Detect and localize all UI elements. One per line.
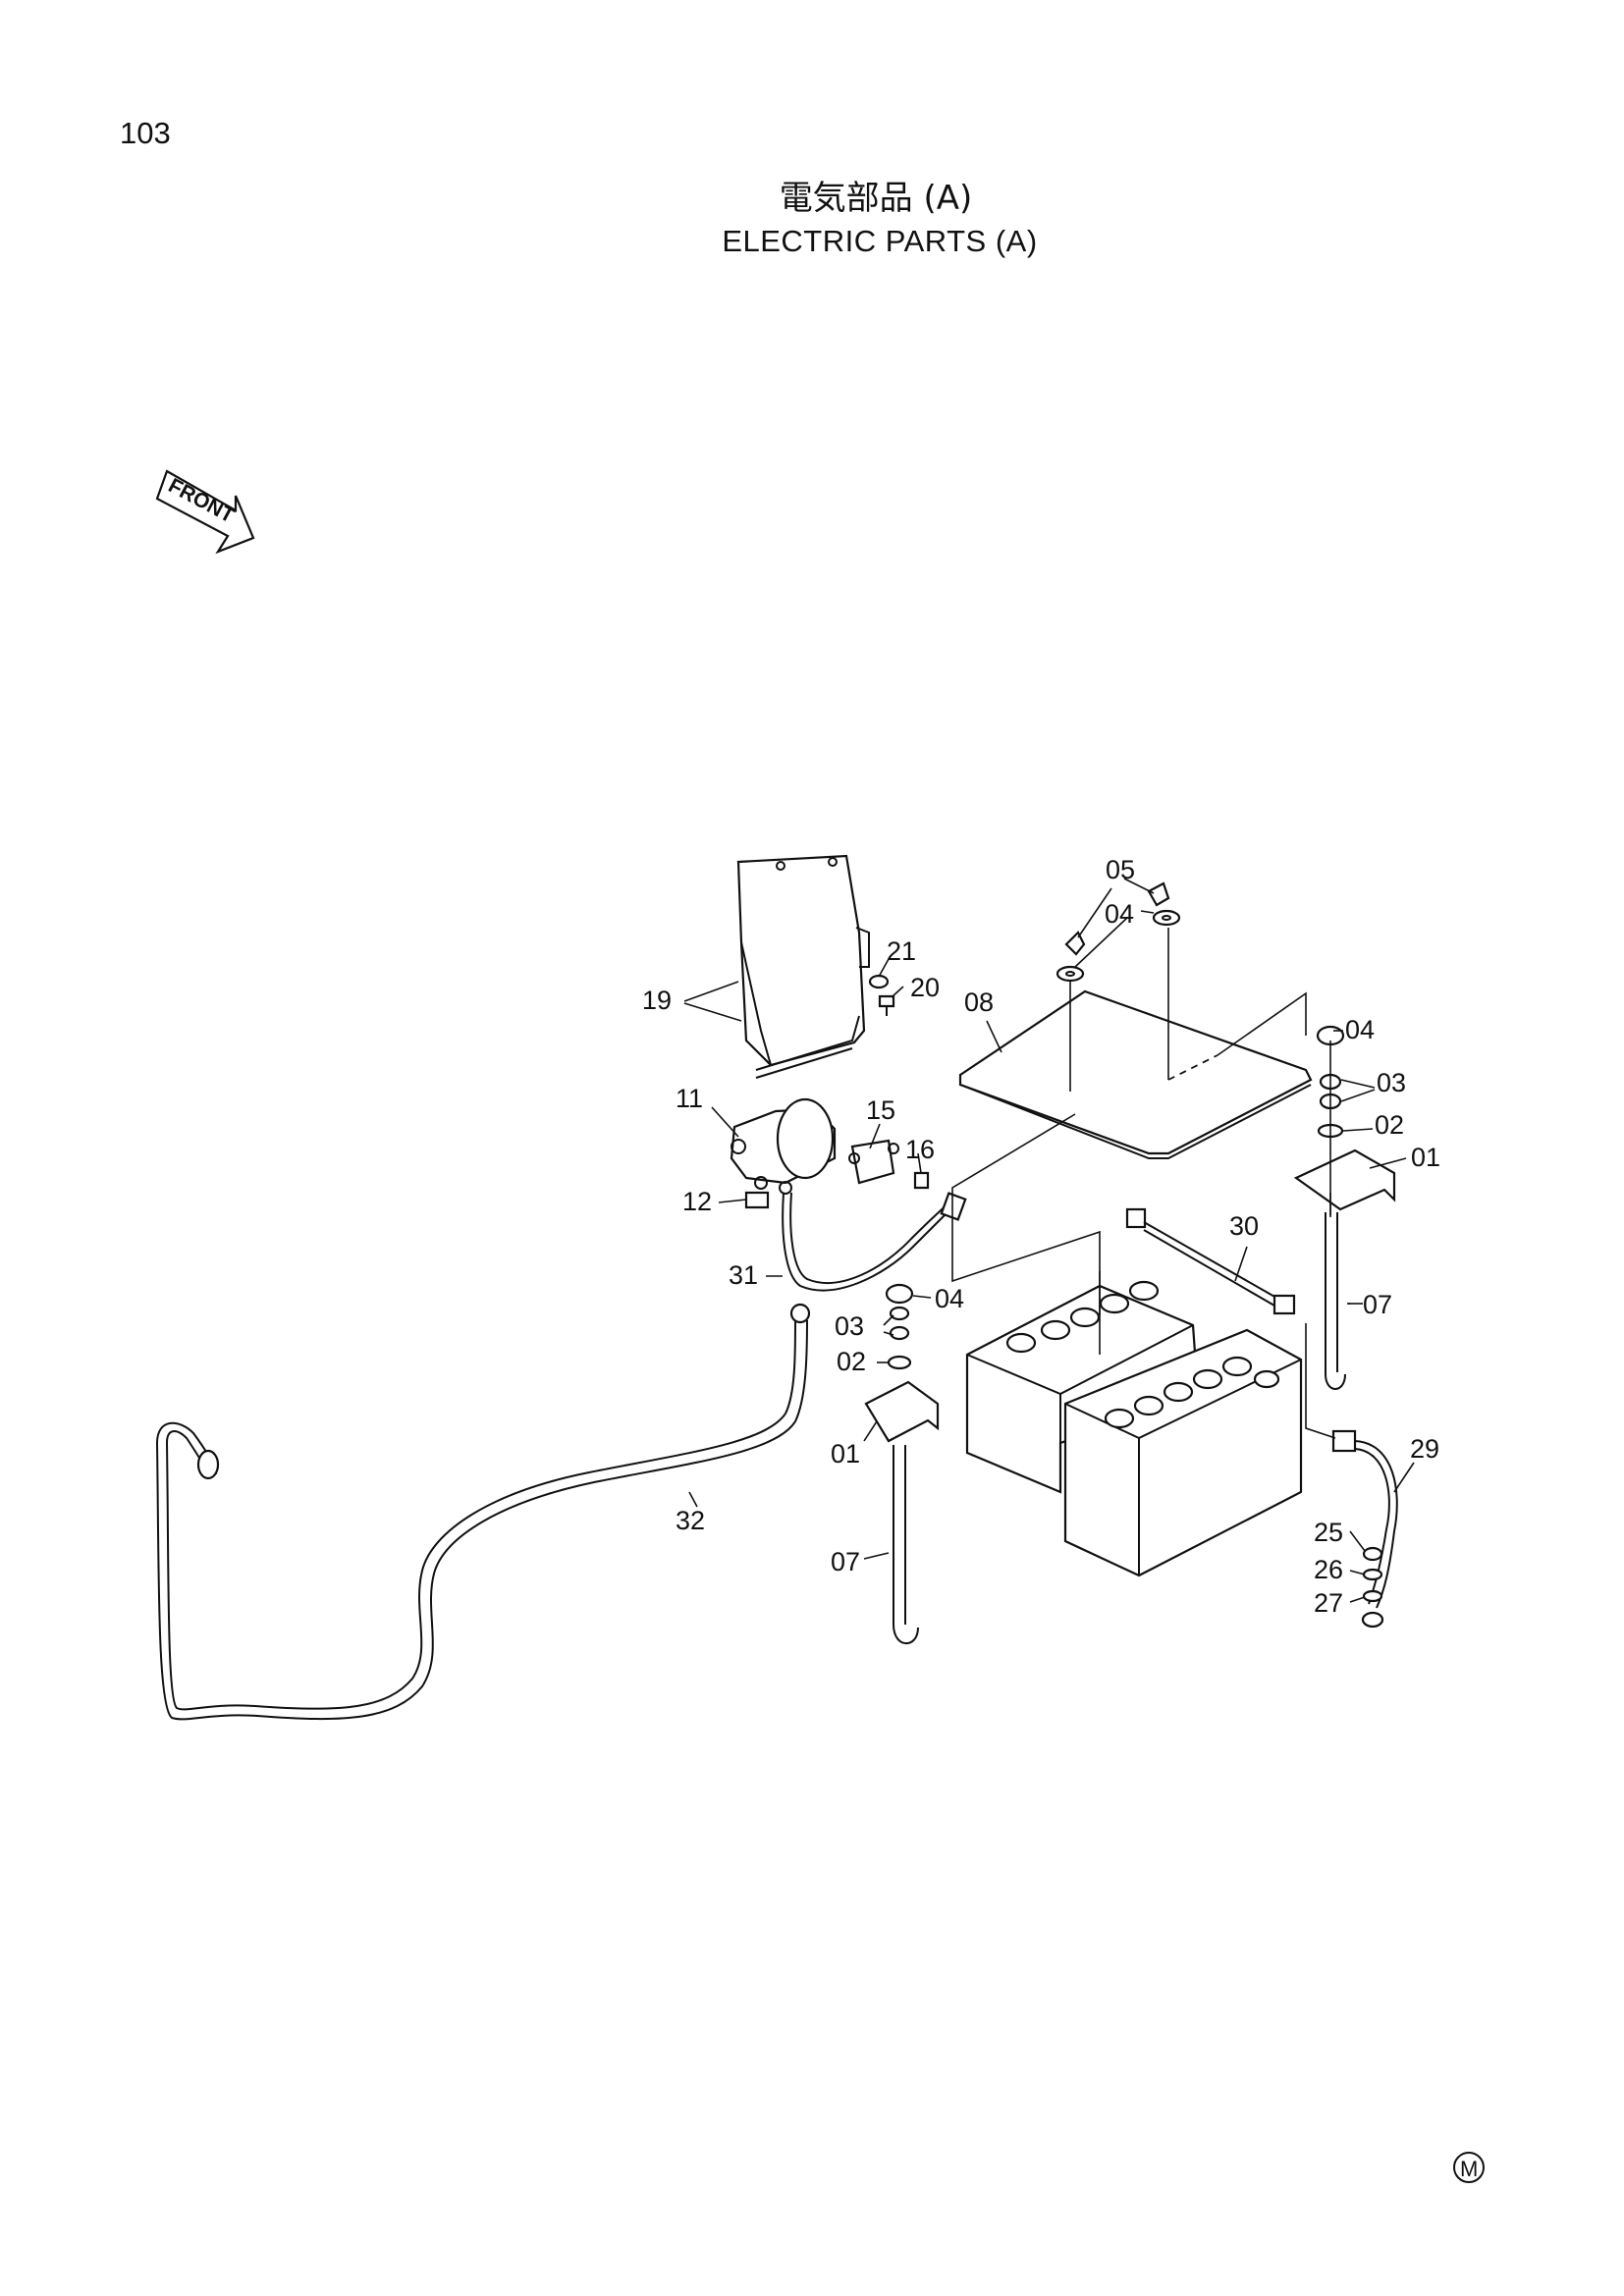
callout-07-left: 07	[831, 1547, 860, 1576]
callout-02-right: 02	[1375, 1110, 1404, 1140]
title-english: ELECTRIC PARTS (A)	[722, 224, 1038, 258]
part-05-wing-nut-right	[1147, 881, 1170, 907]
callout-03-right: 03	[1377, 1068, 1406, 1097]
part-31-cable	[782, 1192, 967, 1292]
callout-12: 12	[682, 1187, 712, 1216]
callout-02-left: 02	[837, 1347, 866, 1376]
callout-04-right: 04	[1345, 1015, 1375, 1044]
part-32-cable	[155, 1303, 811, 1721]
part-26-washer	[1362, 1568, 1383, 1581]
part-30-cable	[1125, 1207, 1296, 1315]
part-21-washer	[868, 974, 890, 989]
part-02-washer-left	[887, 1355, 912, 1370]
callout-21: 21	[887, 936, 916, 966]
battery-front	[1063, 1328, 1303, 1577]
callout-03-left: 03	[835, 1311, 864, 1341]
leader-lines	[683, 878, 1415, 1603]
page-number: 103	[120, 116, 171, 150]
part-29-cable	[1331, 1429, 1398, 1629]
callout-19: 19	[642, 986, 672, 1015]
battery-rear	[965, 1280, 1200, 1494]
part-03-nut-left	[889, 1306, 910, 1341]
part-08-plate	[958, 928, 1313, 1159]
front-arrow-icon: FRONT	[155, 469, 255, 555]
callout-26: 26	[1314, 1555, 1343, 1584]
part-04-washer-right	[1152, 909, 1181, 927]
m-mark-label: M	[1460, 2157, 1478, 2181]
callout-16: 16	[905, 1135, 935, 1164]
part-01-bracket-left	[864, 1380, 940, 1443]
callout-29: 29	[1410, 1434, 1439, 1464]
part-20-bolt	[878, 994, 895, 1016]
callout-04-left: 04	[935, 1284, 964, 1313]
part-05-wing-nut-left	[1064, 931, 1086, 956]
page-title: 電気部品 (A) ELECTRIC PARTS (A)	[0, 177, 1624, 263]
title-japanese: 電気部品 (A)	[779, 179, 973, 218]
part-04-washer-left	[1056, 965, 1085, 983]
callout-01-right: 01	[1411, 1143, 1440, 1172]
part-19-cover	[736, 854, 870, 1079]
callout-05: 05	[1106, 855, 1135, 884]
part-04-rubber-left	[885, 1283, 914, 1305]
part-01-bracket-right	[1293, 1148, 1396, 1211]
assembly-lines	[951, 991, 1336, 1439]
callout-32: 32	[676, 1506, 705, 1535]
callout-04-top: 04	[1105, 899, 1134, 929]
callout-25: 25	[1314, 1518, 1343, 1547]
callout-31: 31	[729, 1260, 758, 1290]
callout-11: 11	[676, 1084, 703, 1113]
part-07-rod-right	[1325, 1212, 1346, 1390]
part-27-washer	[1362, 1589, 1383, 1603]
part-07-rod-left	[893, 1445, 919, 1645]
part-16-screw	[913, 1171, 930, 1190]
callout-27: 27	[1314, 1588, 1343, 1618]
m-mark-icon: M	[1453, 2152, 1485, 2183]
part-12-bolt	[744, 1191, 770, 1209]
callout-15: 15	[866, 1095, 895, 1125]
callout-labels: 05 04 21 20 19 08 04 03 02 01 11 15 16 1…	[642, 855, 1440, 1618]
part-15-relay	[848, 1139, 899, 1185]
callout-01-left: 01	[831, 1439, 860, 1468]
callout-30: 30	[1229, 1211, 1259, 1241]
part-11-battery-relay	[730, 1097, 837, 1195]
callout-20: 20	[910, 973, 940, 1002]
callout-08: 08	[964, 988, 994, 1017]
part-25-nut	[1362, 1546, 1383, 1562]
callout-07-right: 07	[1363, 1290, 1392, 1319]
